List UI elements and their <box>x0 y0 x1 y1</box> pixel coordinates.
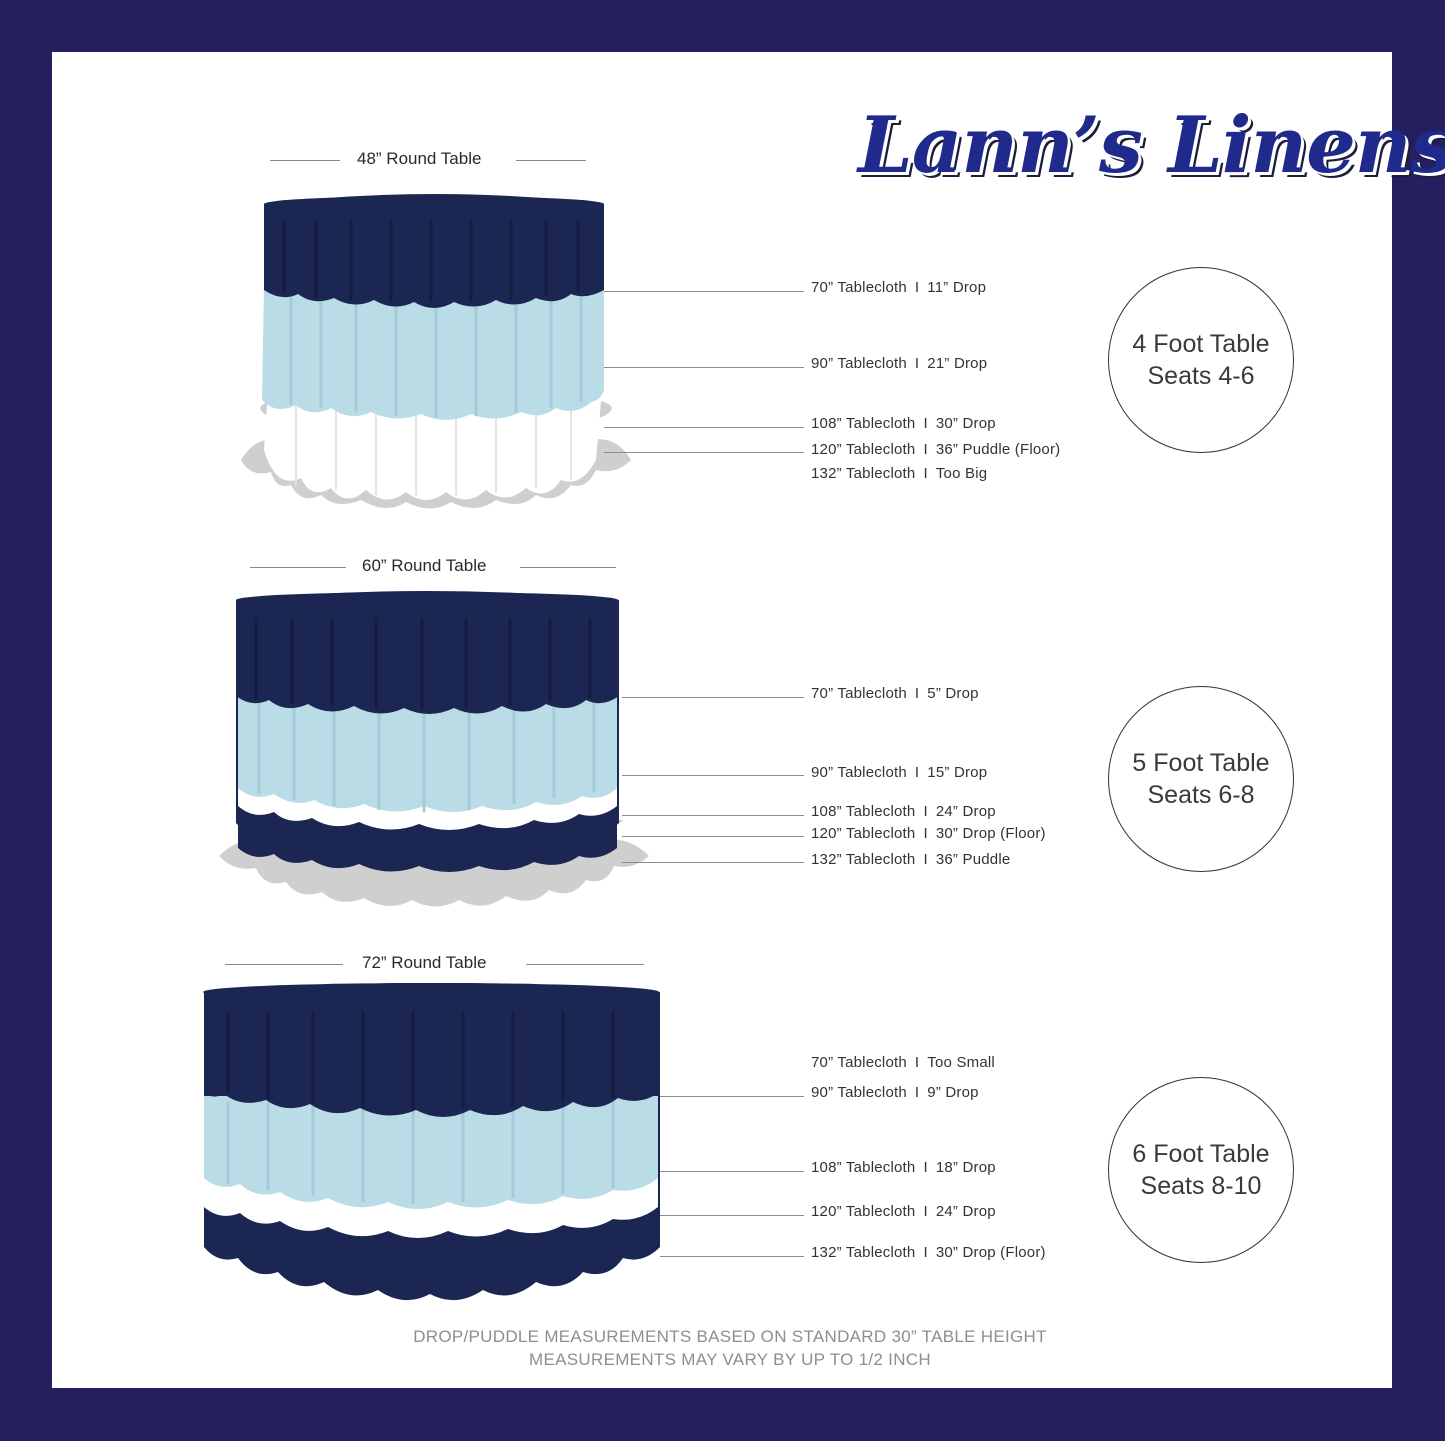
table-illustration-60 <box>219 591 649 907</box>
title-rule-left <box>270 160 340 161</box>
brand-logo: Lann’s Linens <box>858 100 1445 220</box>
table-title-72: 72” Round Table <box>362 953 487 972</box>
leader-line <box>660 1096 804 1097</box>
leader-line <box>622 836 804 837</box>
badge-line-size: 6 Foot Table <box>1132 1140 1270 1168</box>
title-rule-right <box>516 160 586 161</box>
badge-line-seats: Seats 4-6 <box>1147 362 1255 390</box>
leader-line <box>604 452 804 453</box>
leader-line <box>622 815 804 816</box>
leader-line <box>660 1215 804 1216</box>
leader-line <box>604 291 804 292</box>
title-rule-right <box>526 964 644 965</box>
leader-line <box>660 1256 804 1257</box>
table-size-badge: 5 Foot Table Seats 6-8 <box>1108 686 1294 872</box>
leader-line <box>622 862 804 863</box>
leader-line <box>604 367 804 368</box>
leader-line <box>660 1171 804 1172</box>
leader-line <box>622 697 804 698</box>
table-title-60: 60” Round Table <box>362 556 487 575</box>
title-rule-right <box>520 567 616 568</box>
brand-logo-text: Lann’s Linens <box>858 100 1445 191</box>
leader-line <box>622 775 804 776</box>
footnote-line-1: DROP/PUDDLE MEASUREMENTS BASED ON STANDA… <box>413 1327 1047 1346</box>
title-rule-left <box>225 964 343 965</box>
badge-line-seats: Seats 6-8 <box>1147 781 1255 809</box>
badge-line-seats: Seats 8-10 <box>1140 1172 1262 1200</box>
badge-line-size: 4 Foot Table <box>1132 330 1270 358</box>
table-size-badge: 6 Foot Table Seats 8-10 <box>1108 1077 1294 1263</box>
table-title-48: 48” Round Table <box>357 149 482 168</box>
leader-line <box>604 427 804 428</box>
table-illustration-48 <box>241 194 631 509</box>
table-size-badge: 4 Foot Table Seats 4-6 <box>1108 267 1294 453</box>
badge-line-size: 5 Foot Table <box>1132 749 1270 777</box>
table-illustration-72 <box>203 983 660 1301</box>
footnote-line-2: MEASUREMENTS MAY VARY BY UP TO 1/2 INCH <box>529 1350 931 1369</box>
title-rule-left <box>250 567 346 568</box>
